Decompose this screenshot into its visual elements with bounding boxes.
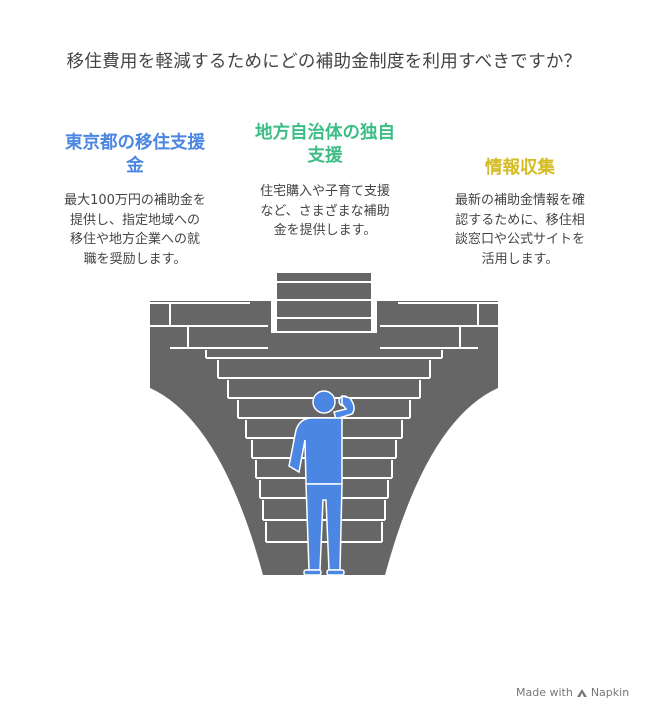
napkin-logo-icon: [576, 688, 587, 697]
person-right-foot: [326, 569, 345, 576]
option-title-info-gathering: 情報収集: [430, 157, 610, 180]
person-head: [312, 390, 336, 414]
option-title-local-support: 地方自治体の独自 支援: [232, 122, 418, 168]
option-title-line: 支援: [307, 146, 343, 166]
option-title-line: 情報収集: [485, 158, 555, 178]
option-description-line: 提供し、指定地域への: [69, 212, 200, 228]
option-description-line: 談窓口や公式サイトを: [454, 232, 585, 247]
branding-text: Made with: [516, 686, 573, 699]
option-title-line: 東京都の移住支援: [65, 133, 205, 153]
option-description-line: 最新の補助金情報を確: [454, 193, 585, 208]
option-description-line: 金を提供します。: [273, 223, 377, 238]
confused-person-icon: [288, 390, 355, 576]
option-title-line: 金: [126, 156, 144, 176]
option-description-line: 活用します。: [481, 251, 559, 267]
option-title-line: 地方自治体の独自: [255, 123, 395, 143]
page-title: 移住費用を軽減するためにどの補助金制度を利用すべきですか？: [66, 52, 582, 72]
person-raised-arm: [333, 395, 355, 420]
napkin-branding: Made with Napkin: [516, 686, 629, 699]
option-description-line: 移住や地方企業への就: [69, 232, 200, 247]
option-description-line: など、さまざまな補助: [260, 203, 390, 219]
staircase-steps: [150, 281, 498, 543]
option-description-info-gathering: 最新の補助金情報を確 認するために、移住相 談窓口や公式サイトを 活用します。: [424, 191, 616, 269]
option-title-tokyo-support: 東京都の移住支援 金: [42, 132, 228, 178]
option-description-line: 住宅購入や子育て支援: [259, 184, 390, 199]
person-left-foot: [303, 569, 322, 576]
option-description-tokyo-support: 最大100万円の補助金を 提供し、指定地域への 移住や地方企業への就 職を奨励し…: [40, 191, 230, 269]
option-description-line: 認するために、移住相: [455, 212, 585, 228]
branding-brand: Napkin: [590, 686, 630, 699]
option-description-line: 最大100万円の補助金を: [64, 193, 206, 208]
option-description-local-support: 住宅購入や子育て支援 など、さまざまな補助 金を提供します。: [235, 182, 415, 241]
option-description-line: 職を奨励します。: [83, 251, 187, 267]
